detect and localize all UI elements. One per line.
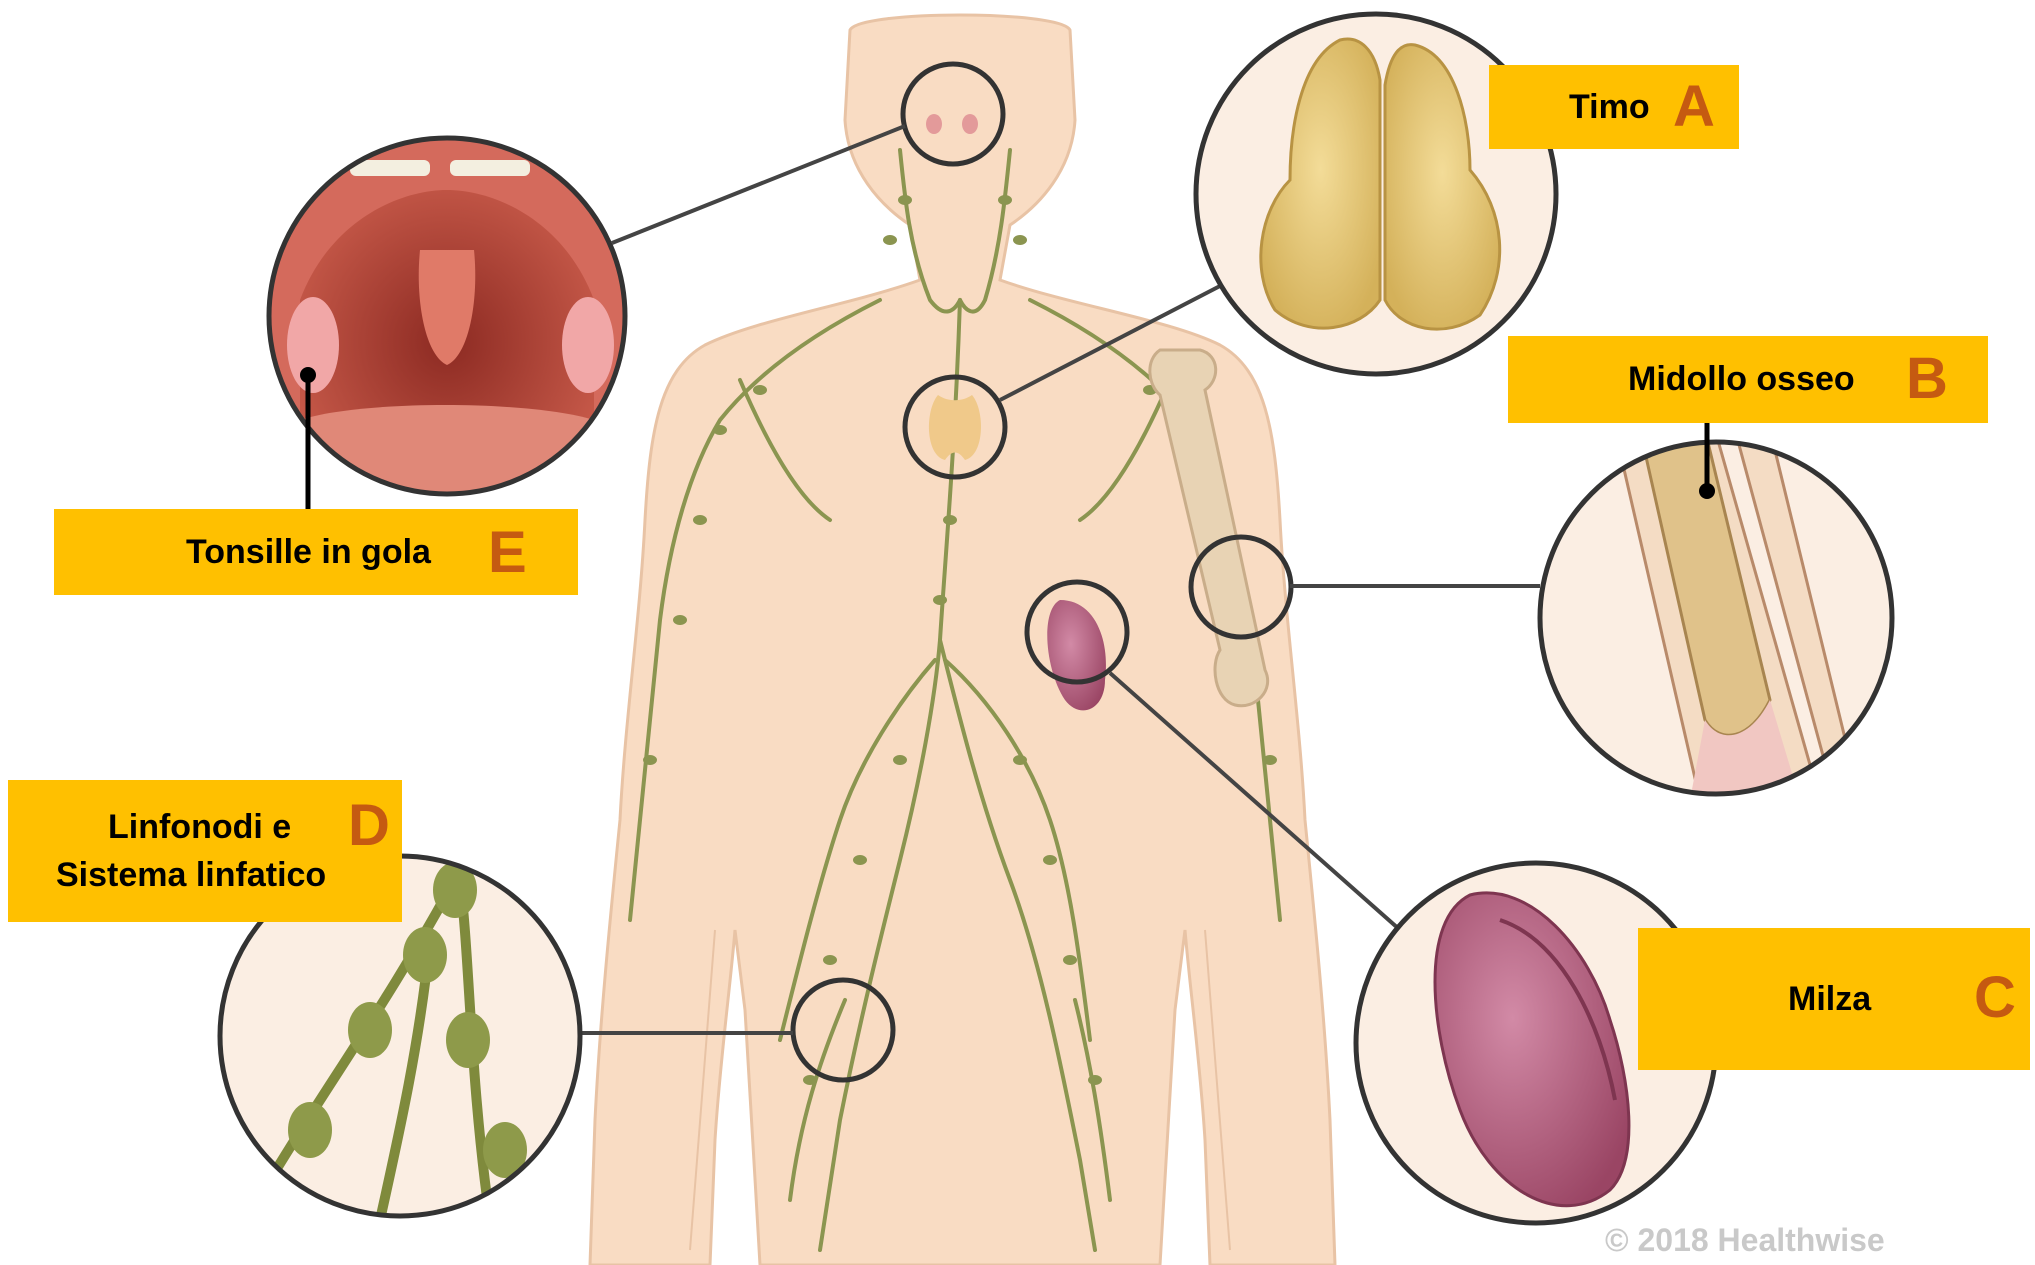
label-tonsils: Tonsille in gola E	[54, 509, 578, 595]
label-thymus-letter: A	[1673, 73, 1715, 140]
tonsils-closeup	[269, 138, 625, 512]
marrow-closeup	[1540, 410, 1892, 800]
label-lymph-nodes-line1: Linfonodi e	[56, 803, 291, 851]
label-tonsils-text: Tonsille in gola	[186, 533, 431, 572]
label-spleen-text: Milza	[1788, 980, 1871, 1019]
label-spleen: Milza C	[1638, 928, 2030, 1070]
label-lymph-nodes-letter: D	[348, 792, 390, 859]
copyright-text: © 2018 Healthwise	[1605, 1222, 1885, 1259]
label-spleen-letter: C	[1974, 964, 2016, 1031]
label-lymph-nodes: Linfonodi e Sistema linfatico D	[8, 780, 402, 922]
label-bone-marrow-letter: B	[1906, 345, 1948, 412]
label-thymus: Timo A	[1489, 65, 1739, 149]
label-tonsils-letter: E	[488, 519, 527, 586]
label-bone-marrow-text: Midollo osseo	[1628, 360, 1855, 399]
label-thymus-text: Timo	[1569, 88, 1650, 127]
label-bone-marrow: Midollo osseo B	[1508, 336, 1988, 423]
label-lymph-nodes-line2: Sistema linfatico	[56, 851, 326, 899]
